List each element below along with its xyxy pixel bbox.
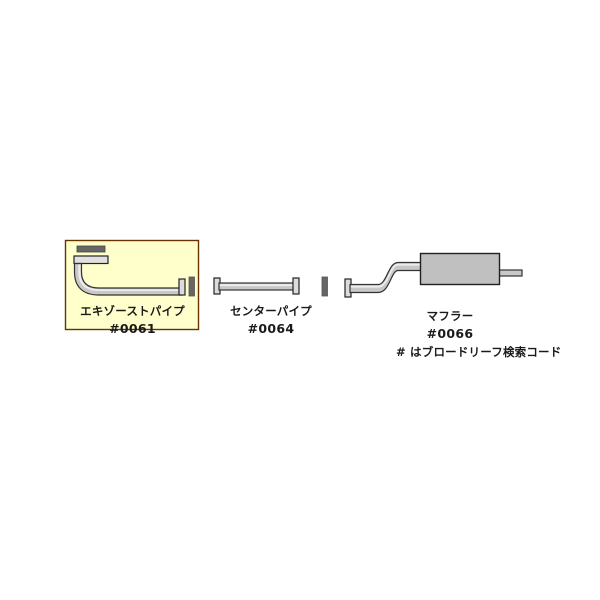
footnote-search-code: # はブロードリーフ検索コード: [396, 345, 562, 359]
center-pipe-gasket-end: [321, 276, 328, 297]
exhaust-pipe-flange-end: [178, 278, 186, 296]
muffler-body: [419, 252, 501, 286]
exhaust-pipe-gasket-end: [188, 276, 195, 297]
exhaust-pipe-flange-top: [73, 255, 109, 265]
part-label-exhaust-pipe: エキゾーストパイプ #0061: [66, 303, 199, 338]
muffler-tailpipe: [496, 269, 523, 277]
part-code-exhaust-pipe: #0061: [109, 320, 156, 336]
exhaust-pipe-gasket-top: [76, 245, 106, 253]
center-pipe-highlight: [220, 284, 293, 287]
part-name-exhaust-pipe: エキゾーストパイプ: [80, 304, 185, 318]
part-label-muffler: マフラー #0066: [370, 308, 530, 343]
part-name-center-pipe: センターパイプ: [230, 304, 312, 318]
part-code-center-pipe: #0064: [247, 320, 295, 336]
exhaust-pipe-highlight: [78, 264, 182, 291]
center-pipe-flange-right: [292, 277, 300, 295]
center-pipe-body: [218, 282, 295, 291]
muffler-inlet-pipe: [349, 261, 425, 294]
part-code-muffler: #0066: [426, 325, 474, 341]
part-name-muffler: マフラー: [426, 309, 474, 323]
part-label-center-pipe: センターパイプ #0064: [212, 303, 330, 338]
